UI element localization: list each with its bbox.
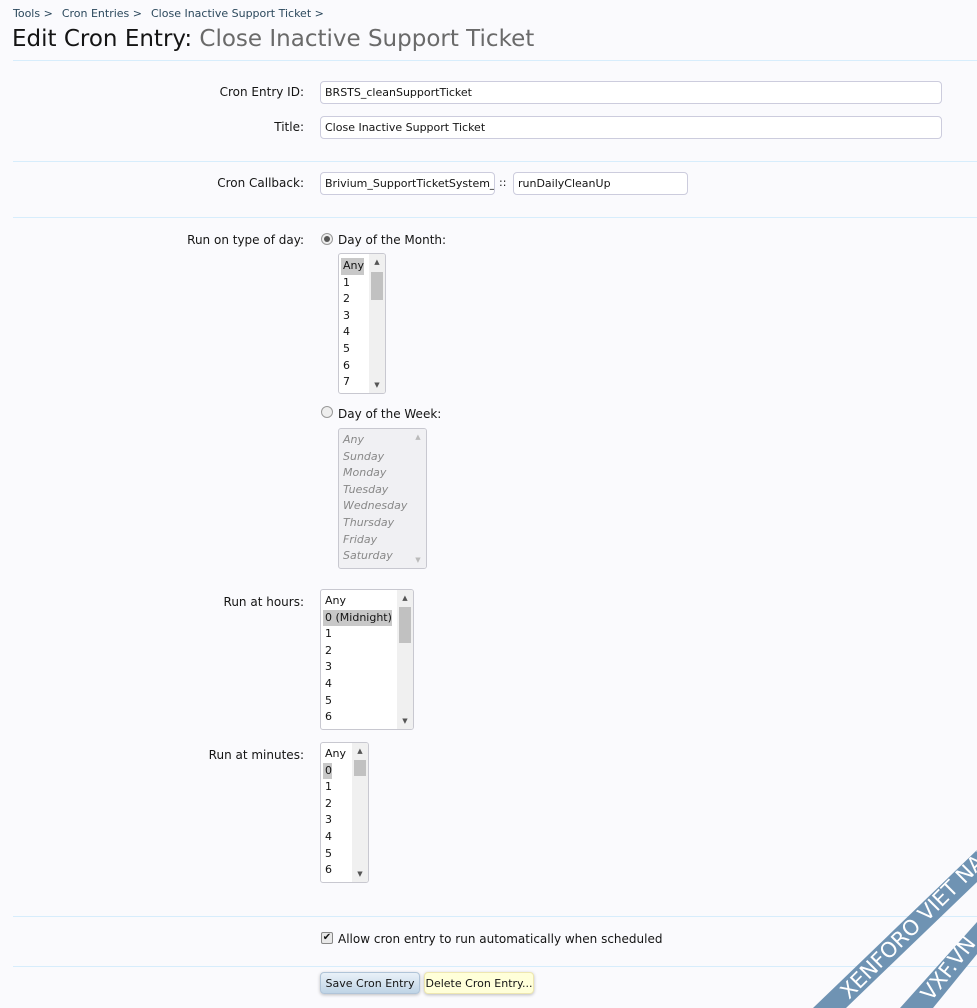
list-option[interactable]: 3 [325,813,332,827]
list-option[interactable]: 1 [325,627,332,641]
scroll-up-icon[interactable]: ▲ [374,258,380,266]
list-option[interactable]: 7 [343,375,350,389]
list-option[interactable]: 3 [325,660,332,674]
list-option[interactable]: 6 [343,358,350,372]
page-title: Edit Cron Entry: Close Inactive Support … [12,26,534,52]
list-option[interactable]: Any [341,258,365,275]
breadcrumb: Tools > Cron Entries > Close Inactive Supp… [13,7,333,20]
scrollbar[interactable]: ▲▼ [397,590,413,729]
day-of-week-radio[interactable] [321,406,333,418]
day-of-month-label[interactable]: Day of the Month: [338,233,447,247]
list-option[interactable]: 3 [343,308,350,322]
watermark-band [900,922,977,1008]
entry-id-label: Cron Entry ID: [219,85,304,99]
breadcrumb-current[interactable]: Close Inactive Support Ticket > [151,7,324,20]
watermark: XENFORO VIET NAM VXF.VN [813,850,977,1008]
active-checkbox[interactable]: ✔ [321,932,333,944]
list-option[interactable]: Any [325,594,347,607]
list-option[interactable]: Saturday [343,549,393,563]
list-option[interactable]: 5 [325,846,332,860]
title-input[interactable]: Close Inactive Support Ticket [320,116,942,139]
list-option[interactable]: 0 (Midnight) [323,609,392,627]
callback-separator: :: [499,176,507,189]
day-of-month-radio[interactable] [321,233,333,245]
list-option[interactable]: Friday [343,532,378,546]
list-option[interactable]: Wednesday [343,499,408,513]
list-option[interactable]: 5 [343,341,350,355]
list-option[interactable]: 2 [325,643,332,657]
title-name: Close Inactive Support Ticket [199,26,535,52]
callback-class-input[interactable]: Brivium_SupportTicketSystem_CronEntry_Cl… [320,172,495,195]
scrollbar[interactable]: ▲▼ [352,743,368,882]
scrollbar: ▲▼ [410,429,426,568]
list-option[interactable]: 0 [323,762,332,780]
divider [13,916,977,917]
breadcrumb-tools[interactable]: Tools > [13,7,53,20]
delete-button[interactable]: Delete Cron Entry... [424,972,534,994]
list-option[interactable]: 5 [325,693,332,707]
scroll-down-icon[interactable]: ▼ [374,381,380,389]
watermark-text: XENFORO VIET NAM [836,850,977,1004]
day-of-week-label[interactable]: Day of the Week: [338,407,442,421]
list-option[interactable]: 4 [325,829,332,843]
day-type-label: Run on type of day: [187,233,304,247]
divider [13,161,977,162]
breadcrumb-cron-entries[interactable]: Cron Entries > [61,7,142,20]
save-button[interactable]: Save Cron Entry [320,972,420,994]
list-option[interactable]: 2 [325,796,332,810]
list-option[interactable]: Any [325,747,347,760]
list-option[interactable]: Sunday [343,449,385,463]
hours-label: Run at hours: [223,595,304,609]
callback-method-input[interactable]: runDailyCleanUp [513,172,688,195]
title-label: Title: [274,120,304,134]
list-option[interactable]: 1 [343,275,350,289]
watermark-band [813,850,977,1008]
list-option[interactable]: Any [343,433,365,446]
list-option[interactable]: 6 [325,863,332,877]
callback-label: Cron Callback: [217,176,304,190]
divider [13,966,977,967]
title-prefix: Edit Cron Entry: [12,26,193,52]
divider [13,60,977,61]
watermark-text: VXF.VN [916,932,977,1005]
list-option[interactable]: Thursday [343,515,395,529]
hours-listbox[interactable]: Any 0 (Midnight)1 2 3 4 5 6 ▲▼ [320,589,414,730]
active-label[interactable]: Allow cron entry to run automatically wh… [338,932,663,946]
list-option[interactable]: 6 [325,710,332,724]
scrollbar[interactable]: ▲▼ [369,254,385,393]
list-option[interactable]: 1 [325,780,332,794]
list-option[interactable]: 4 [343,325,350,339]
divider [13,217,977,218]
list-option[interactable]: Monday [343,466,387,480]
entry-id-input[interactable]: BRSTS_cleanSupportTicket [320,81,942,104]
list-option[interactable]: 4 [325,676,332,690]
minutes-label: Run at minutes: [208,748,304,762]
list-option[interactable]: 2 [343,292,350,306]
list-option[interactable]: Tuesday [343,482,389,496]
